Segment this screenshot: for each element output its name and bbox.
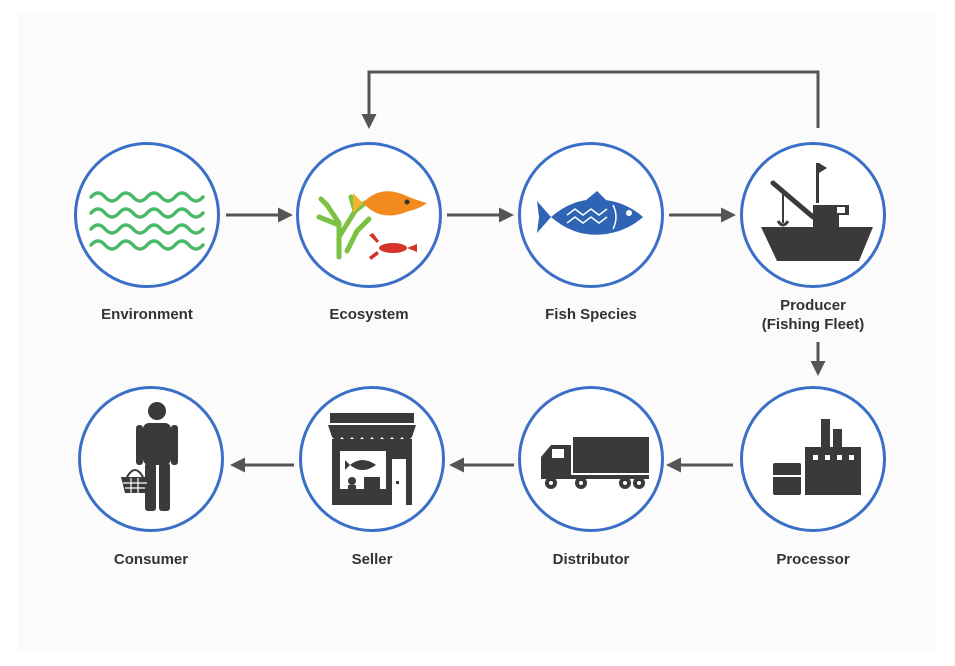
node-distributor bbox=[518, 386, 664, 532]
label-processor: Processor bbox=[776, 551, 850, 568]
label-producer: Producer (Fishing Fleet) bbox=[761, 297, 865, 333]
node-ecosystem bbox=[296, 142, 442, 288]
label-consumer: Consumer bbox=[113, 551, 189, 568]
waves-icon bbox=[89, 191, 205, 251]
fish-icon bbox=[537, 191, 643, 235]
node-processor bbox=[740, 386, 886, 532]
node-producer bbox=[740, 142, 886, 288]
node-environment bbox=[74, 142, 220, 288]
label-seller: Seller bbox=[351, 551, 393, 568]
fish-shop-icon bbox=[328, 413, 416, 505]
label-environment: Environment bbox=[101, 306, 193, 323]
arrow-producer-to-ecosystem bbox=[361, 70, 820, 129]
person-basket-icon bbox=[121, 402, 178, 511]
factory-icon bbox=[773, 419, 861, 495]
node-fish-species bbox=[518, 142, 664, 288]
diagram-background bbox=[18, 14, 936, 650]
label-ecosystem: Ecosystem bbox=[329, 306, 409, 323]
node-consumer bbox=[78, 386, 224, 532]
label-distributor: Distributor bbox=[552, 551, 630, 568]
fishing-boat-icon bbox=[761, 163, 873, 261]
node-seller bbox=[299, 386, 445, 532]
truck-icon bbox=[541, 437, 649, 489]
label-fish-species: Fish Species bbox=[545, 306, 637, 323]
coral-fish-lobster-icon bbox=[316, 191, 427, 260]
